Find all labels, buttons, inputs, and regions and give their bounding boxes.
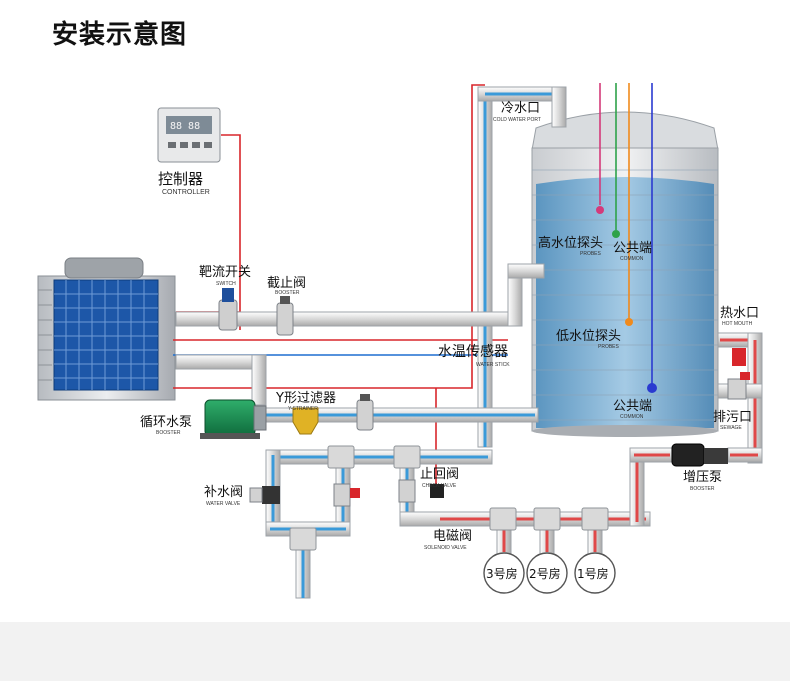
y-strainer-icon (292, 407, 319, 435)
svg-text:88 88: 88 88 (170, 121, 200, 132)
controller-panel-icon: 88 88 (157, 107, 221, 163)
room-label: 1号房 (577, 566, 609, 581)
booster-pump-icon (671, 443, 728, 467)
svg-text:Y-STRAINER: Y-STRAINER (288, 406, 318, 412)
valve-icon (218, 288, 238, 331)
valve-icon (249, 486, 280, 504)
svg-text:SOLENOID VALVE: SOLENOID VALVE (424, 545, 467, 551)
signal-wires (173, 83, 653, 490)
water-pump-icon (200, 399, 267, 439)
probe-low-marker (625, 318, 633, 326)
svg-text:Y形过滤器: Y形过滤器 (275, 391, 336, 406)
water-tank-icon (531, 111, 719, 437)
svg-text:高水位探头: 高水位探头 (538, 235, 603, 251)
svg-text:靶流开关: 靶流开关 (199, 265, 251, 280)
page-title: 安装示意图 (52, 20, 188, 50)
label-circulation-pump: 循环水泵 BOOSTER (140, 415, 192, 436)
label-sewage: 排污口 SEWAGE (713, 410, 752, 431)
valve-icon (333, 483, 360, 507)
valve-icon (276, 296, 294, 336)
label-low-probe: 低水位探头 PROBES (556, 329, 621, 350)
label-high-probe: 高水位探头 PROBES (538, 235, 603, 257)
label-hot-water: 热水口 HOT MOUTH (720, 306, 759, 327)
valve-icon (356, 394, 374, 431)
heat-pump-unit-icon (37, 257, 176, 401)
svg-text:WATER STICK: WATER STICK (476, 362, 510, 368)
svg-text:截止阀: 截止阀 (267, 276, 306, 291)
svg-text:冷水口: 冷水口 (501, 101, 540, 116)
svg-text:公共端: 公共端 (613, 241, 652, 256)
svg-text:控制器: 控制器 (158, 170, 203, 188)
label-check-valve: 止回阀 CHECK VALVE (420, 467, 459, 489)
svg-text:电磁阀: 电磁阀 (433, 529, 472, 544)
svg-text:COMMON: COMMON (620, 414, 644, 420)
label-common-top: 公共端 COMMON (613, 241, 652, 262)
svg-text:止回阀: 止回阀 (420, 467, 459, 482)
room-nodes (483, 552, 616, 594)
svg-text:循环水泵: 循环水泵 (140, 415, 192, 430)
check-valve-icon (398, 479, 444, 503)
label-cold-water: 冷水口 COLD WATER PORT (493, 101, 541, 123)
svg-text:SEWAGE: SEWAGE (720, 425, 742, 431)
probe-common-marker (612, 230, 620, 238)
svg-text:补水阀: 补水阀 (204, 485, 243, 500)
label-booster-pump: 增压泵 BOOSTER (683, 470, 722, 492)
label-y-strainer: Y形过滤器 Y-STRAINER (275, 391, 336, 412)
svg-text:增压泵: 增压泵 (683, 470, 722, 485)
label-controller: 控制器 CONTROLLER (158, 170, 210, 196)
label-common-bottom: 公共端 COMMON (613, 399, 652, 420)
svg-text:排污口: 排污口 (713, 410, 752, 425)
label-stop-valve: 截止阀 BOOSTER (267, 276, 306, 296)
svg-text:PROBES: PROBES (580, 251, 602, 257)
svg-text:BOOSTER: BOOSTER (275, 290, 300, 296)
svg-text:CHECK VALVE: CHECK VALVE (422, 483, 457, 489)
probe-high-marker (596, 206, 604, 214)
svg-text:SWITCH: SWITCH (216, 281, 236, 287)
svg-text:低水位探头: 低水位探头 (556, 329, 621, 344)
svg-text:COMMON: COMMON (620, 256, 644, 262)
valve-icon (727, 348, 750, 400)
label-water-sensor: 水温传感器 WATER STICK (438, 343, 510, 368)
probe-common2-marker (647, 383, 657, 393)
svg-text:BOOSTER: BOOSTER (156, 430, 181, 436)
svg-text:水温传感器: 水温传感器 (438, 343, 508, 360)
floor (0, 622, 790, 681)
svg-text:热水口: 热水口 (720, 306, 759, 321)
label-solenoid: 电磁阀 SOLENOID VALVE (424, 529, 472, 551)
label-switch: 靶流开关 SWITCH (199, 265, 251, 287)
svg-text:PROBES: PROBES (598, 344, 620, 350)
tee-fittings (289, 445, 609, 551)
room-label: 2号房 (529, 566, 561, 581)
label-supply-valve: 补水阀 WATER VALVE (204, 485, 243, 507)
svg-text:COLD WATER PORT: COLD WATER PORT (493, 117, 541, 123)
svg-text:WATER VALVE: WATER VALVE (206, 501, 241, 507)
svg-text:公共端: 公共端 (613, 399, 652, 414)
svg-text:HOT MOUTH: HOT MOUTH (722, 321, 753, 327)
svg-text:CONTROLLER: CONTROLLER (162, 189, 210, 196)
room-label: 3号房 (486, 566, 518, 581)
svg-text:BOOSTER: BOOSTER (690, 486, 715, 492)
